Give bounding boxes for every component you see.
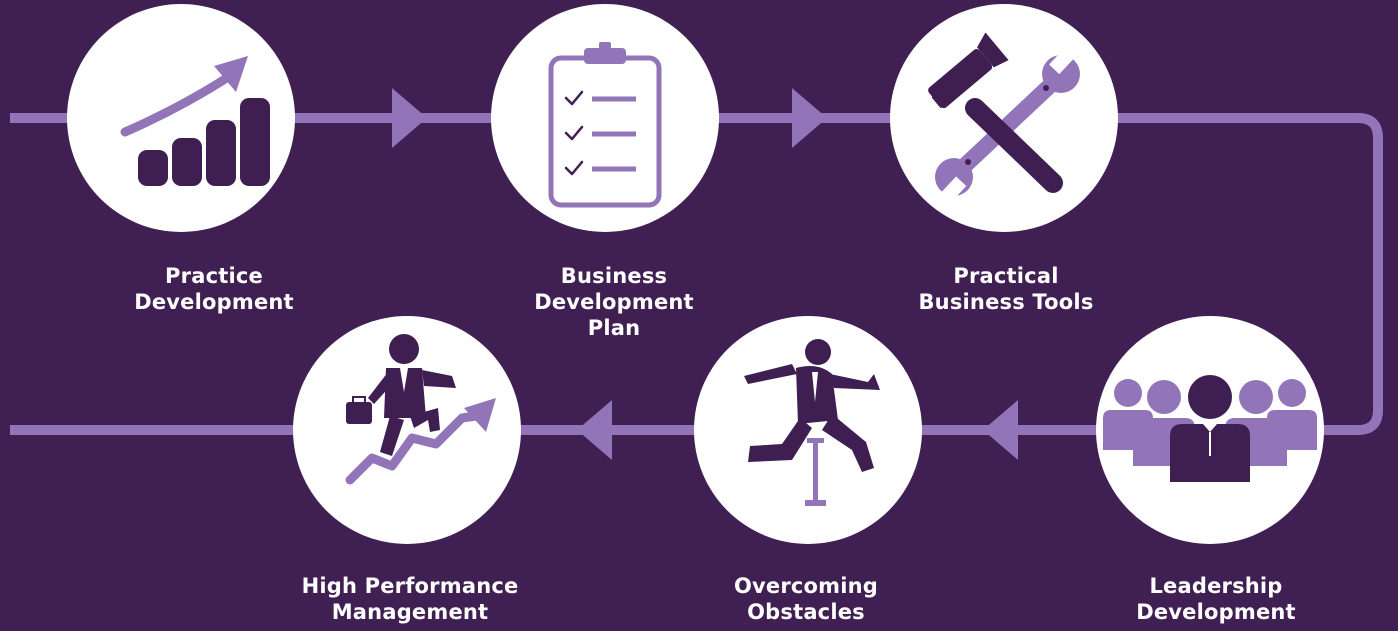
team-leader-icon [1103,375,1317,482]
hammer-wrench-icon [928,32,1080,204]
growth-bar-chart-icon [120,56,270,186]
step-label-3: Practical Business Tools [918,264,1094,314]
hurdle-jumper-icon [744,339,880,506]
flow-connector [10,113,1383,435]
step-label-5: Overcoming Obstacles [733,574,879,624]
arrow-right-icon [792,88,827,148]
arrow-right-icon [392,88,427,148]
climbing-businessman-icon [345,334,496,485]
step-circle-2 [491,4,719,232]
step-label-4: Leadership Development [1136,574,1296,624]
step-label-1: Practice Development [134,264,294,314]
step-label-2: Business Development Plan [534,264,694,340]
arrow-left-icon [577,400,612,460]
arrow-left-icon [983,400,1018,460]
step-label-6: High Performance Management [301,574,519,624]
step-circle-6 [293,316,521,544]
clipboard-checklist-icon [548,42,662,208]
